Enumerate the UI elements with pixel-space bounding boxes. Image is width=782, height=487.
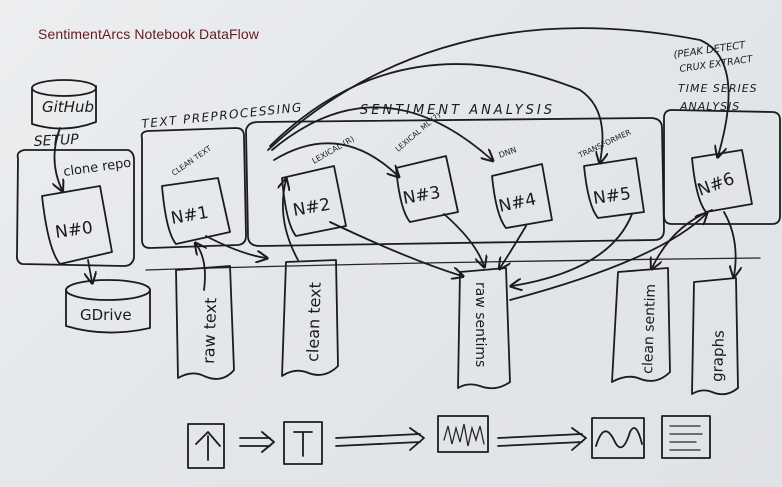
smoothed-arc-icon: [591, 417, 645, 459]
icon-arrow-2: [335, 427, 425, 451]
text-preprocessing-section-box: [140, 127, 247, 249]
time-series-section-box: [663, 109, 781, 225]
raw-text-icon: [187, 423, 225, 469]
icon-arrow-1: [239, 431, 275, 453]
icon-row: [187, 415, 711, 469]
arrow-n1-to-clean-text: [205, 235, 266, 258]
arrow-n3-to-raw-sentiments: [443, 213, 484, 266]
arrow-n2-to-n5: [269, 63, 603, 162]
raw-text-output: raw text: [175, 265, 235, 380]
arrow-n2-to-n4: [271, 106, 492, 160]
section-label-text-preprocessing: TEXT PREPROCESSING: [141, 100, 304, 131]
notebook-annotation-0: clone repo: [62, 156, 132, 180]
arrow-n6-to-graphs: [723, 211, 736, 276]
notebook-id-0: N#0: [54, 218, 94, 243]
notebook-id-6: N#6: [695, 169, 737, 201]
github-label: GitHub: [42, 98, 94, 116]
flow-arrows: [54, 27, 736, 301]
clean-sentiments-output: clean sentim: [611, 267, 671, 383]
arrow-n2-to-raw-sentiments: [329, 221, 462, 276]
section-label-sentiment-analysis: SENTIMENT ANALYSIS: [360, 103, 555, 118]
notebook-id-2: N#2: [291, 195, 332, 221]
notebook-node-1[interactable]: N#1: [161, 177, 231, 245]
raw-sentiment-icon: [437, 415, 489, 453]
arrow-n0-to-gdrive: [88, 259, 92, 282]
clean-sentiments-label: clean sentim: [640, 284, 659, 374]
arrow-n2-to-n6: [267, 27, 730, 156]
notebook-id-4: N#4: [497, 189, 538, 216]
raw-sentiments-label: raw sentims: [472, 282, 488, 367]
icon-arrow-3: [497, 427, 587, 451]
arrow-raw-sentiments-to-n6: [509, 214, 706, 301]
arrow-raw-text-to-n1: [196, 244, 205, 291]
arrow-n4-to-raw-sentiments: [500, 225, 527, 268]
notebook-node-3[interactable]: N#3: [395, 155, 459, 223]
notebook-node-0[interactable]: N#0: [41, 185, 113, 265]
clean-text-output: clean text: [281, 259, 339, 377]
notebook-id-3: N#3: [401, 183, 442, 209]
notebook-annotation-1: CLEAN TEXT: [170, 144, 213, 178]
diagram-title: SentimentArcs Notebook DataFlow: [38, 26, 259, 42]
raw-sentiments-output: raw sentims: [457, 267, 511, 390]
notebook-node-5[interactable]: N#5: [583, 157, 645, 219]
gdrive-node: GDrive: [65, 279, 151, 334]
arrow-n2-to-n3: [273, 142, 398, 176]
arrow-clean-text-to-n2: [283, 180, 299, 261]
arrow-n5-to-raw-sentiments: [512, 213, 633, 286]
notebook-annotation-2: LEXICAL (R): [311, 134, 356, 165]
setup-section-box: [15, 149, 135, 267]
section-label-time-series: TIME SERIES: [678, 82, 758, 95]
notebook-annotation-5: TRANSFORMER: [576, 128, 632, 161]
notebook-annotation-4: DNN: [498, 145, 518, 160]
report-icon: [661, 415, 711, 459]
github-node: GitHub: [31, 79, 97, 130]
graphs-label: graphs: [708, 330, 728, 383]
notebook-id-1: N#1: [169, 203, 210, 229]
graphs-output: graphs: [691, 277, 739, 396]
gdrive-label: GDrive: [80, 306, 132, 324]
notebook-node-6[interactable]: N#6: [691, 149, 753, 213]
arrow-n6-to-clean-sentiments: [652, 209, 713, 268]
raw-text-label: raw text: [199, 297, 220, 364]
sentiment-analysis-section-box: [245, 117, 665, 247]
arrow-github-to-n0: [54, 127, 62, 190]
clean-text-label: clean text: [303, 282, 325, 362]
clean-text-icon: [283, 421, 323, 465]
notebook-id-5: N#5: [592, 184, 632, 209]
notebook-node-4[interactable]: N#4: [491, 163, 553, 229]
